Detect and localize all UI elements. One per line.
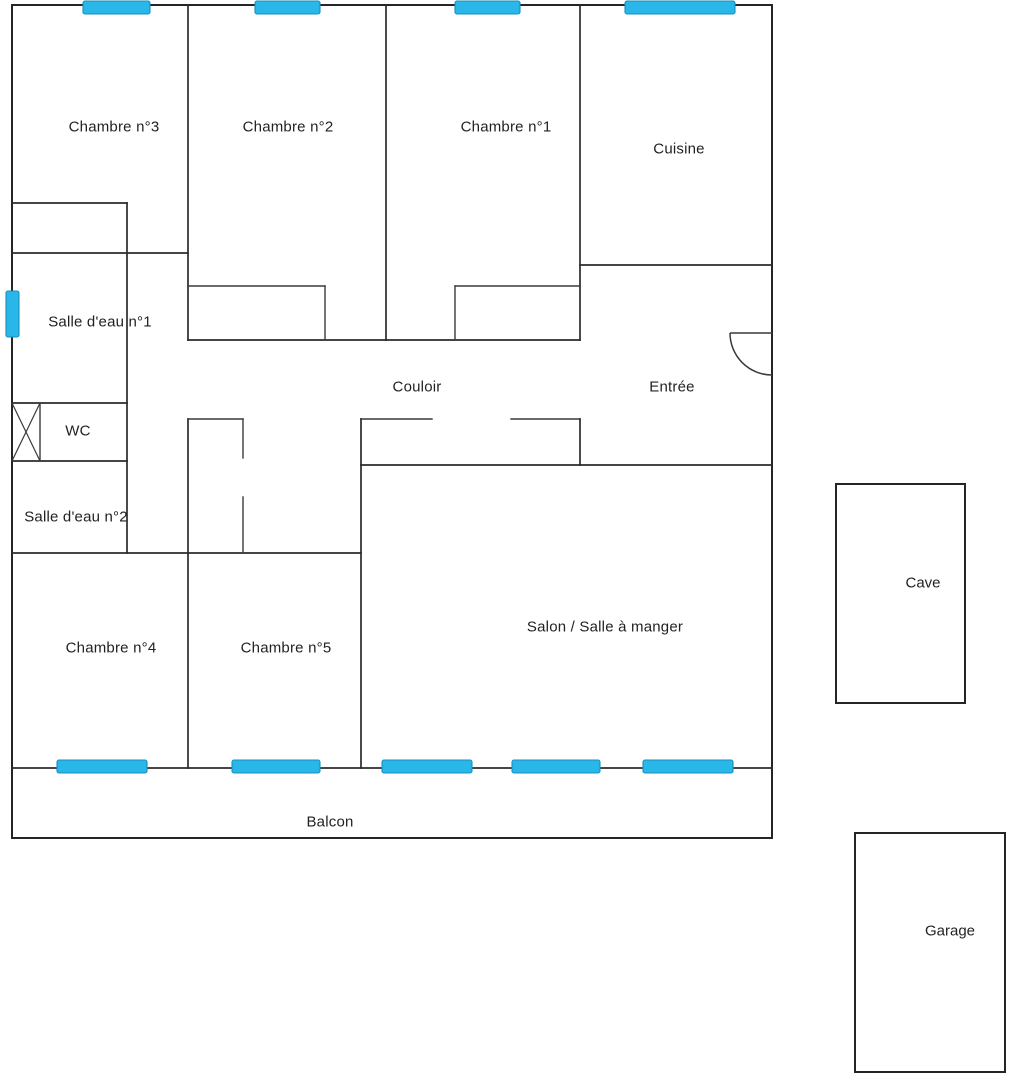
wc-closet-x-icon — [11, 402, 41, 462]
corridor-walls — [187, 418, 773, 769]
windows-left — [5, 290, 20, 338]
window-bottom-5 — [642, 759, 734, 774]
windows-bottom — [56, 759, 734, 774]
annex-label-garage: Garage — [924, 922, 976, 940]
annex-label-cave: Cave — [905, 574, 941, 592]
window-bottom-4 — [511, 759, 601, 774]
window-bottom-3 — [381, 759, 473, 774]
annex-garage-box — [854, 832, 1006, 1073]
entry-door-icon — [729, 332, 773, 376]
window-bottom-1 — [56, 759, 148, 774]
annex-cave-box — [835, 483, 966, 704]
closet-chambre-1 — [454, 285, 581, 341]
closet-chambre-2 — [187, 285, 326, 341]
window-top-1 — [82, 0, 151, 15]
interior-walls-left — [11, 202, 362, 554]
window-top-3 — [454, 0, 521, 15]
window-left-1 — [5, 290, 20, 338]
window-top-4 — [624, 0, 736, 15]
interior-walls-top — [187, 4, 773, 341]
apartment-outline — [11, 4, 773, 839]
window-bottom-2 — [231, 759, 321, 774]
windows-top — [82, 0, 736, 15]
window-top-2 — [254, 0, 321, 15]
